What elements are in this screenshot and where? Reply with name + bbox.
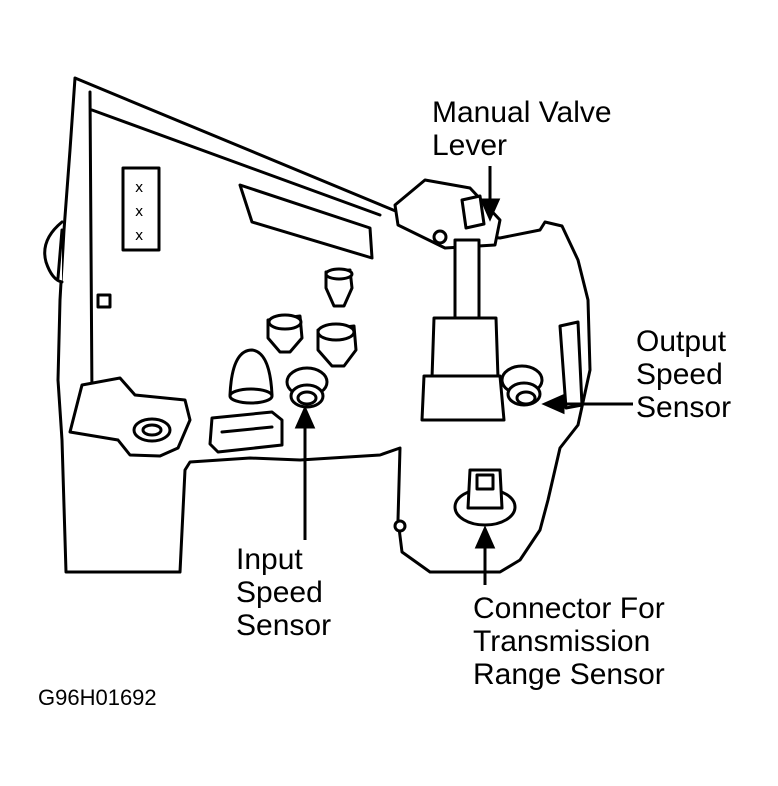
input-sensor-arrowhead bbox=[294, 405, 316, 429]
label-trs-connector: Connector For Transmission Range Sensor bbox=[473, 592, 665, 691]
manual-valve-base bbox=[420, 374, 506, 422]
label-line: Lever bbox=[432, 129, 508, 162]
label-line: Manual Valve bbox=[432, 96, 612, 129]
trs-connector-arrowhead bbox=[474, 525, 496, 549]
label-line: Transmission bbox=[473, 625, 651, 658]
manual-valve-arrowhead bbox=[479, 198, 501, 222]
label-input-speed-sensor: Input Speed Sensor bbox=[236, 543, 331, 642]
plate-mark: x bbox=[135, 204, 143, 220]
bolt-boss bbox=[96, 293, 112, 309]
label-line: Speed bbox=[236, 576, 323, 609]
bell-housing-lip bbox=[56, 228, 64, 280]
label-line: Range Sensor bbox=[473, 658, 665, 691]
plate-mark: x bbox=[135, 180, 143, 196]
label-line: Input bbox=[236, 543, 303, 576]
case-rib bbox=[238, 183, 374, 260]
trs-connector-pins bbox=[475, 473, 495, 491]
id-plate bbox=[121, 166, 161, 252]
label-line: Speed bbox=[636, 358, 723, 391]
harness-connector bbox=[208, 410, 284, 454]
fitting-plug-left-cap bbox=[267, 313, 303, 331]
manual-valve-housing bbox=[430, 316, 500, 380]
pressure-tap-base bbox=[228, 387, 274, 405]
lever-pivot-bolt bbox=[432, 229, 448, 245]
output-sensor-tip bbox=[515, 390, 537, 406]
pressure-tap-cone bbox=[228, 348, 274, 397]
fitting-plug-top-cap bbox=[324, 267, 354, 281]
connector-slot bbox=[220, 425, 274, 434]
label-line: Sensor bbox=[636, 391, 732, 424]
label-manual-valve-lever: Manual Valve Lever bbox=[432, 96, 612, 162]
drain-bolt bbox=[393, 519, 407, 533]
id-plate-marks: x x x bbox=[135, 180, 143, 244]
label-line: Connector For bbox=[473, 592, 665, 625]
input-sensor-tip bbox=[296, 390, 318, 406]
fitting-plug-mid-cap bbox=[316, 322, 356, 342]
figure-code: G96H01692 bbox=[38, 685, 157, 710]
label-line: Sensor bbox=[236, 609, 332, 642]
manual-valve-shaft bbox=[453, 238, 481, 322]
label-output-speed-sensor: Output Speed Sensor bbox=[636, 325, 731, 424]
plate-mark: x bbox=[135, 228, 143, 244]
manual-valve-lever-stem bbox=[460, 194, 486, 230]
output-sensor-arrowhead bbox=[541, 393, 565, 415]
label-line: Output bbox=[636, 325, 727, 358]
bracket-hole-inner bbox=[141, 423, 163, 437]
case-inner-edge bbox=[88, 90, 382, 402]
